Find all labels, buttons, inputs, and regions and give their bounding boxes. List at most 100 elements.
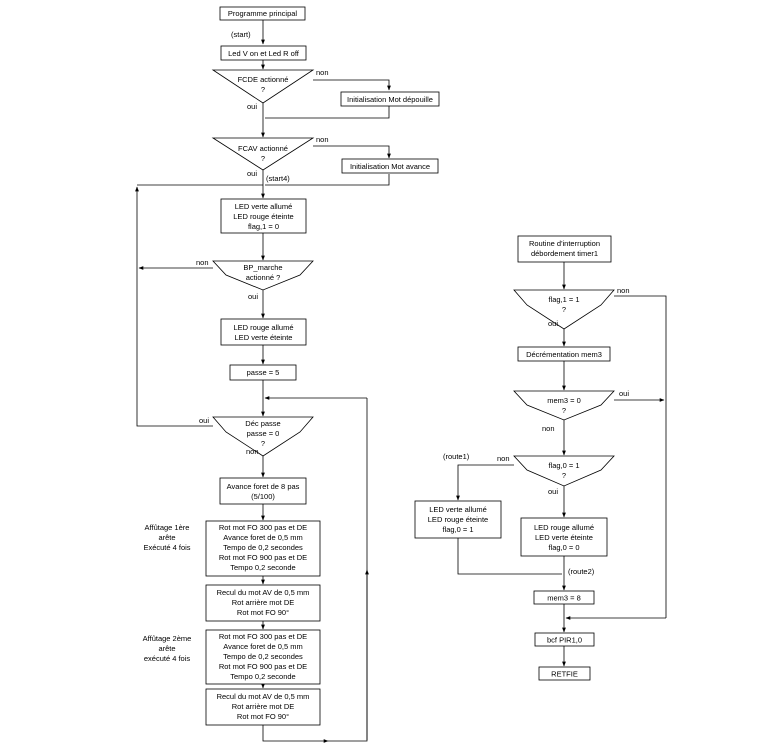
routine-title-line1: Routine d'interruption [529,239,600,248]
box-routine-title: Routine d'interruption débordement timer… [517,235,612,263]
fcde-line2: ? [261,85,265,94]
affutage2-line1: Affûtage 2ème [143,634,192,643]
rot2-line1: Rot mot FO 300 pas et DE [219,632,307,641]
label-affutage1: Affûtage 1ère arête Exécuté 4 fois [143,523,190,552]
flag1-oui-label: oui [548,319,558,328]
box-led-rouge-routine: LED rouge allumé LED verte éteinte flag,… [520,517,608,557]
rot1-line3: Tempo de 0,2 secondes [223,543,303,552]
box-retfie: RETFIE [538,666,591,681]
dec-passe-non-label: non [246,447,259,456]
start4-label: (start4) [266,174,290,183]
box-recul2: Recul du mot AV de 0,5 mm Rot arrière mo… [205,688,321,726]
recul2-line3: Rot mot FO 90° [237,712,289,721]
mem3-non-label: non [542,424,555,433]
decrementation-text: Décrémentation mem3 [526,350,602,359]
flag1-line2: ? [562,305,566,314]
box-init-mot-avance: Initialisation Mot avance [341,158,439,174]
fcav-line2: ? [261,154,265,163]
decision-flag1: flag,1 = 1 ? [513,289,615,330]
box-led-verte-allume: LED verte allumé LED rouge éteinte flag,… [220,198,307,234]
box-led-v-on: Led V on et Led R off [220,45,307,61]
led-rouge-routine-line3: flag,0 = 0 [548,543,579,552]
mem3-8-text: mem3 = 8 [547,594,581,603]
bp-marche-line1: BP_marche [243,263,282,272]
box-led-rouge-allume: LED rouge allumé LED verte éteinte [220,318,307,346]
led-rouge-line2: LED verte éteinte [235,333,293,342]
fcav-oui-label: oui [247,169,257,178]
init-mot-depouille-text: Initialisation Mot dépouille [347,95,433,104]
mem3-zero-line2: ? [562,406,566,415]
rot2-line5: Tempo 0,2 seconde [230,672,295,681]
box-avance-foret: Avance foret de 8 pas (5/100) [219,477,307,505]
label-affutage2: Affûtage 2ème arête exécuté 4 fois [143,634,192,663]
start-label: (start) [231,30,251,39]
box-init-mot-depouille: Initialisation Mot dépouille [340,91,440,107]
box-passe5: passe = 5 [229,364,297,381]
bp-non-label: non [196,258,209,267]
box-decrementation: Décrémentation mem3 [517,346,611,362]
led-verte-routine-line2: LED rouge éteinte [428,515,488,524]
led-v-on-text: Led V on et Led R off [228,49,300,58]
avance-foret-line1: Avance foret de 8 pas [227,482,300,491]
affutage1-line2: arête [158,533,175,542]
fcde-line1: FCDE actionné [238,75,289,84]
recul1-line1: Recul du mot AV de 0,5 mm [217,588,310,597]
routine-title-line2: débordement timer1 [531,249,598,258]
recul1-line3: Rot mot FO 90° [237,608,289,617]
rot2-line3: Tempo de 0,2 secondes [223,652,303,661]
decision-flag0: flag,0 = 1 ? [513,455,615,487]
box-programme-principal: Programme principal [219,6,306,21]
box-mem3-8: mem3 = 8 [533,590,595,605]
decision-fcav: FCAV actionné ? [211,137,315,171]
led-rouge-routine-line2: LED verte éteinte [535,533,593,542]
rot2-line2: Avance foret de 0,5 mm [223,642,303,651]
flag0-non-label: non [497,454,510,463]
rot1-line4: Rot mot FO 900 pas et DE [219,553,307,562]
dec-passe-oui-label: oui [199,416,209,425]
flag0-oui-label: oui [548,487,558,496]
init-mot-avance-text: Initialisation Mot avance [350,162,430,171]
led-verte-line2: LED rouge éteinte [233,212,293,221]
route1-label: (route1) [443,452,470,461]
dec-passe-line1: Déc passe [245,419,280,428]
bp-marche-line2: actionné ? [246,273,281,282]
programme-principal-text: Programme principal [228,9,298,18]
dec-passe-line3: ? [261,439,265,448]
led-verte-line3: flag,1 = 0 [248,222,279,231]
main-connectors [135,20,391,743]
fcav-line1: FCAV actionné [238,144,288,153]
fcde-non-label: non [316,68,329,77]
decision-bp-marche: BP_marche actionné ? [212,260,314,291]
flag0-line2: ? [562,471,566,480]
recul2-line1: Recul du mot AV de 0,5 mm [217,692,310,701]
rot1-line5: Tempo 0,2 seconde [230,563,295,572]
led-rouge-line1: LED rouge allumé [233,323,293,332]
bcf-text: bcf PIR1,0 [547,636,582,645]
recul2-line2: Rot arrière mot DE [232,702,295,711]
mem3-zero-line1: mem3 = 0 [547,396,581,405]
box-led-verte-routine: LED verte allumé LED rouge éteinte flag,… [414,500,502,539]
affutage2-line3: exécuté 4 fois [144,654,191,663]
box-rot-block1: Rot mot FO 300 pas et DE Avance foret de… [205,520,321,577]
led-verte-routine-line1: LED verte allumé [429,505,487,514]
passe5-text: passe = 5 [247,368,280,377]
bp-oui-label: oui [248,292,258,301]
flag1-line1: flag,1 = 1 [548,295,579,304]
avance-foret-line2: (5/100) [251,492,275,501]
mem3-oui-label: oui [619,389,629,398]
decision-dec-passe: Déc passe passe = 0 ? [212,416,314,457]
recul1-line2: Rot arrière mot DE [232,598,295,607]
rot1-line2: Avance foret de 0,5 mm [223,533,303,542]
decision-mem3-zero: mem3 = 0 ? [513,390,615,421]
box-rot-block2: Rot mot FO 300 pas et DE Avance foret de… [205,629,321,685]
fcde-oui-label: oui [247,102,257,111]
affutage1-line1: Affûtage 1ère [145,523,190,532]
decision-fcde: FCDE actionné ? [211,69,315,104]
led-rouge-routine-line1: LED rouge allumé [534,523,594,532]
box-bcf: bcf PIR1,0 [534,632,595,647]
affutage1-line3: Exécuté 4 fois [143,543,190,552]
rot2-line4: Rot mot FO 900 pas et DE [219,662,307,671]
led-verte-line1: LED verte allumé [235,202,293,211]
flag0-line1: flag,0 = 1 [548,461,579,470]
